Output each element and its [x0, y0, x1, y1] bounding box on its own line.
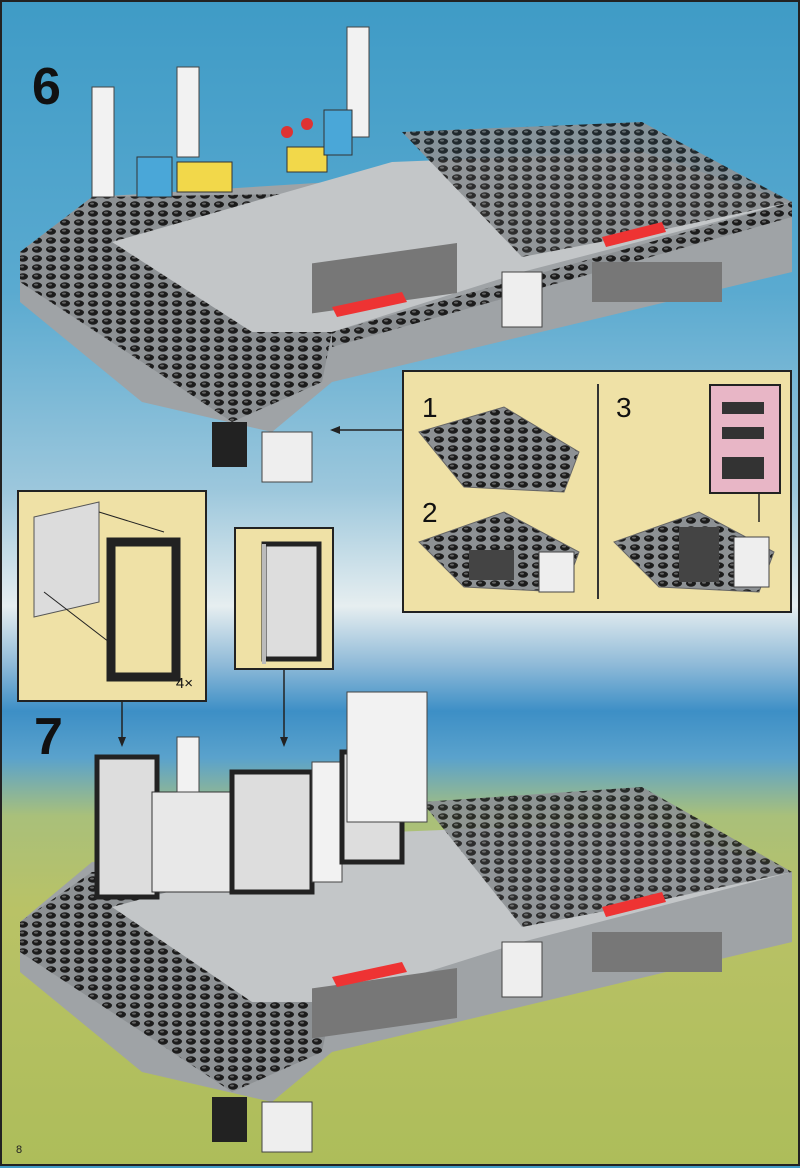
door-callout [234, 527, 334, 670]
step-number-7: 7 [34, 708, 63, 766]
door-illustration [261, 541, 322, 664]
window-frame-illustration [33, 501, 181, 682]
substep-label-1: 1 [422, 392, 438, 423]
step7-model [20, 691, 792, 1153]
window-frame-callout: 4× [17, 490, 207, 702]
substep-illustrations [418, 384, 781, 593]
step-number-6: 6 [32, 58, 61, 116]
substep-callout: 1 2 3 [402, 370, 792, 613]
step6-model [20, 26, 792, 483]
substep-label-2: 2 [422, 497, 438, 528]
page-number: 8 [16, 1144, 23, 1156]
quantity-label: 4× [175, 675, 193, 692]
substep-label-3: 3 [616, 392, 632, 423]
divider [597, 384, 599, 599]
